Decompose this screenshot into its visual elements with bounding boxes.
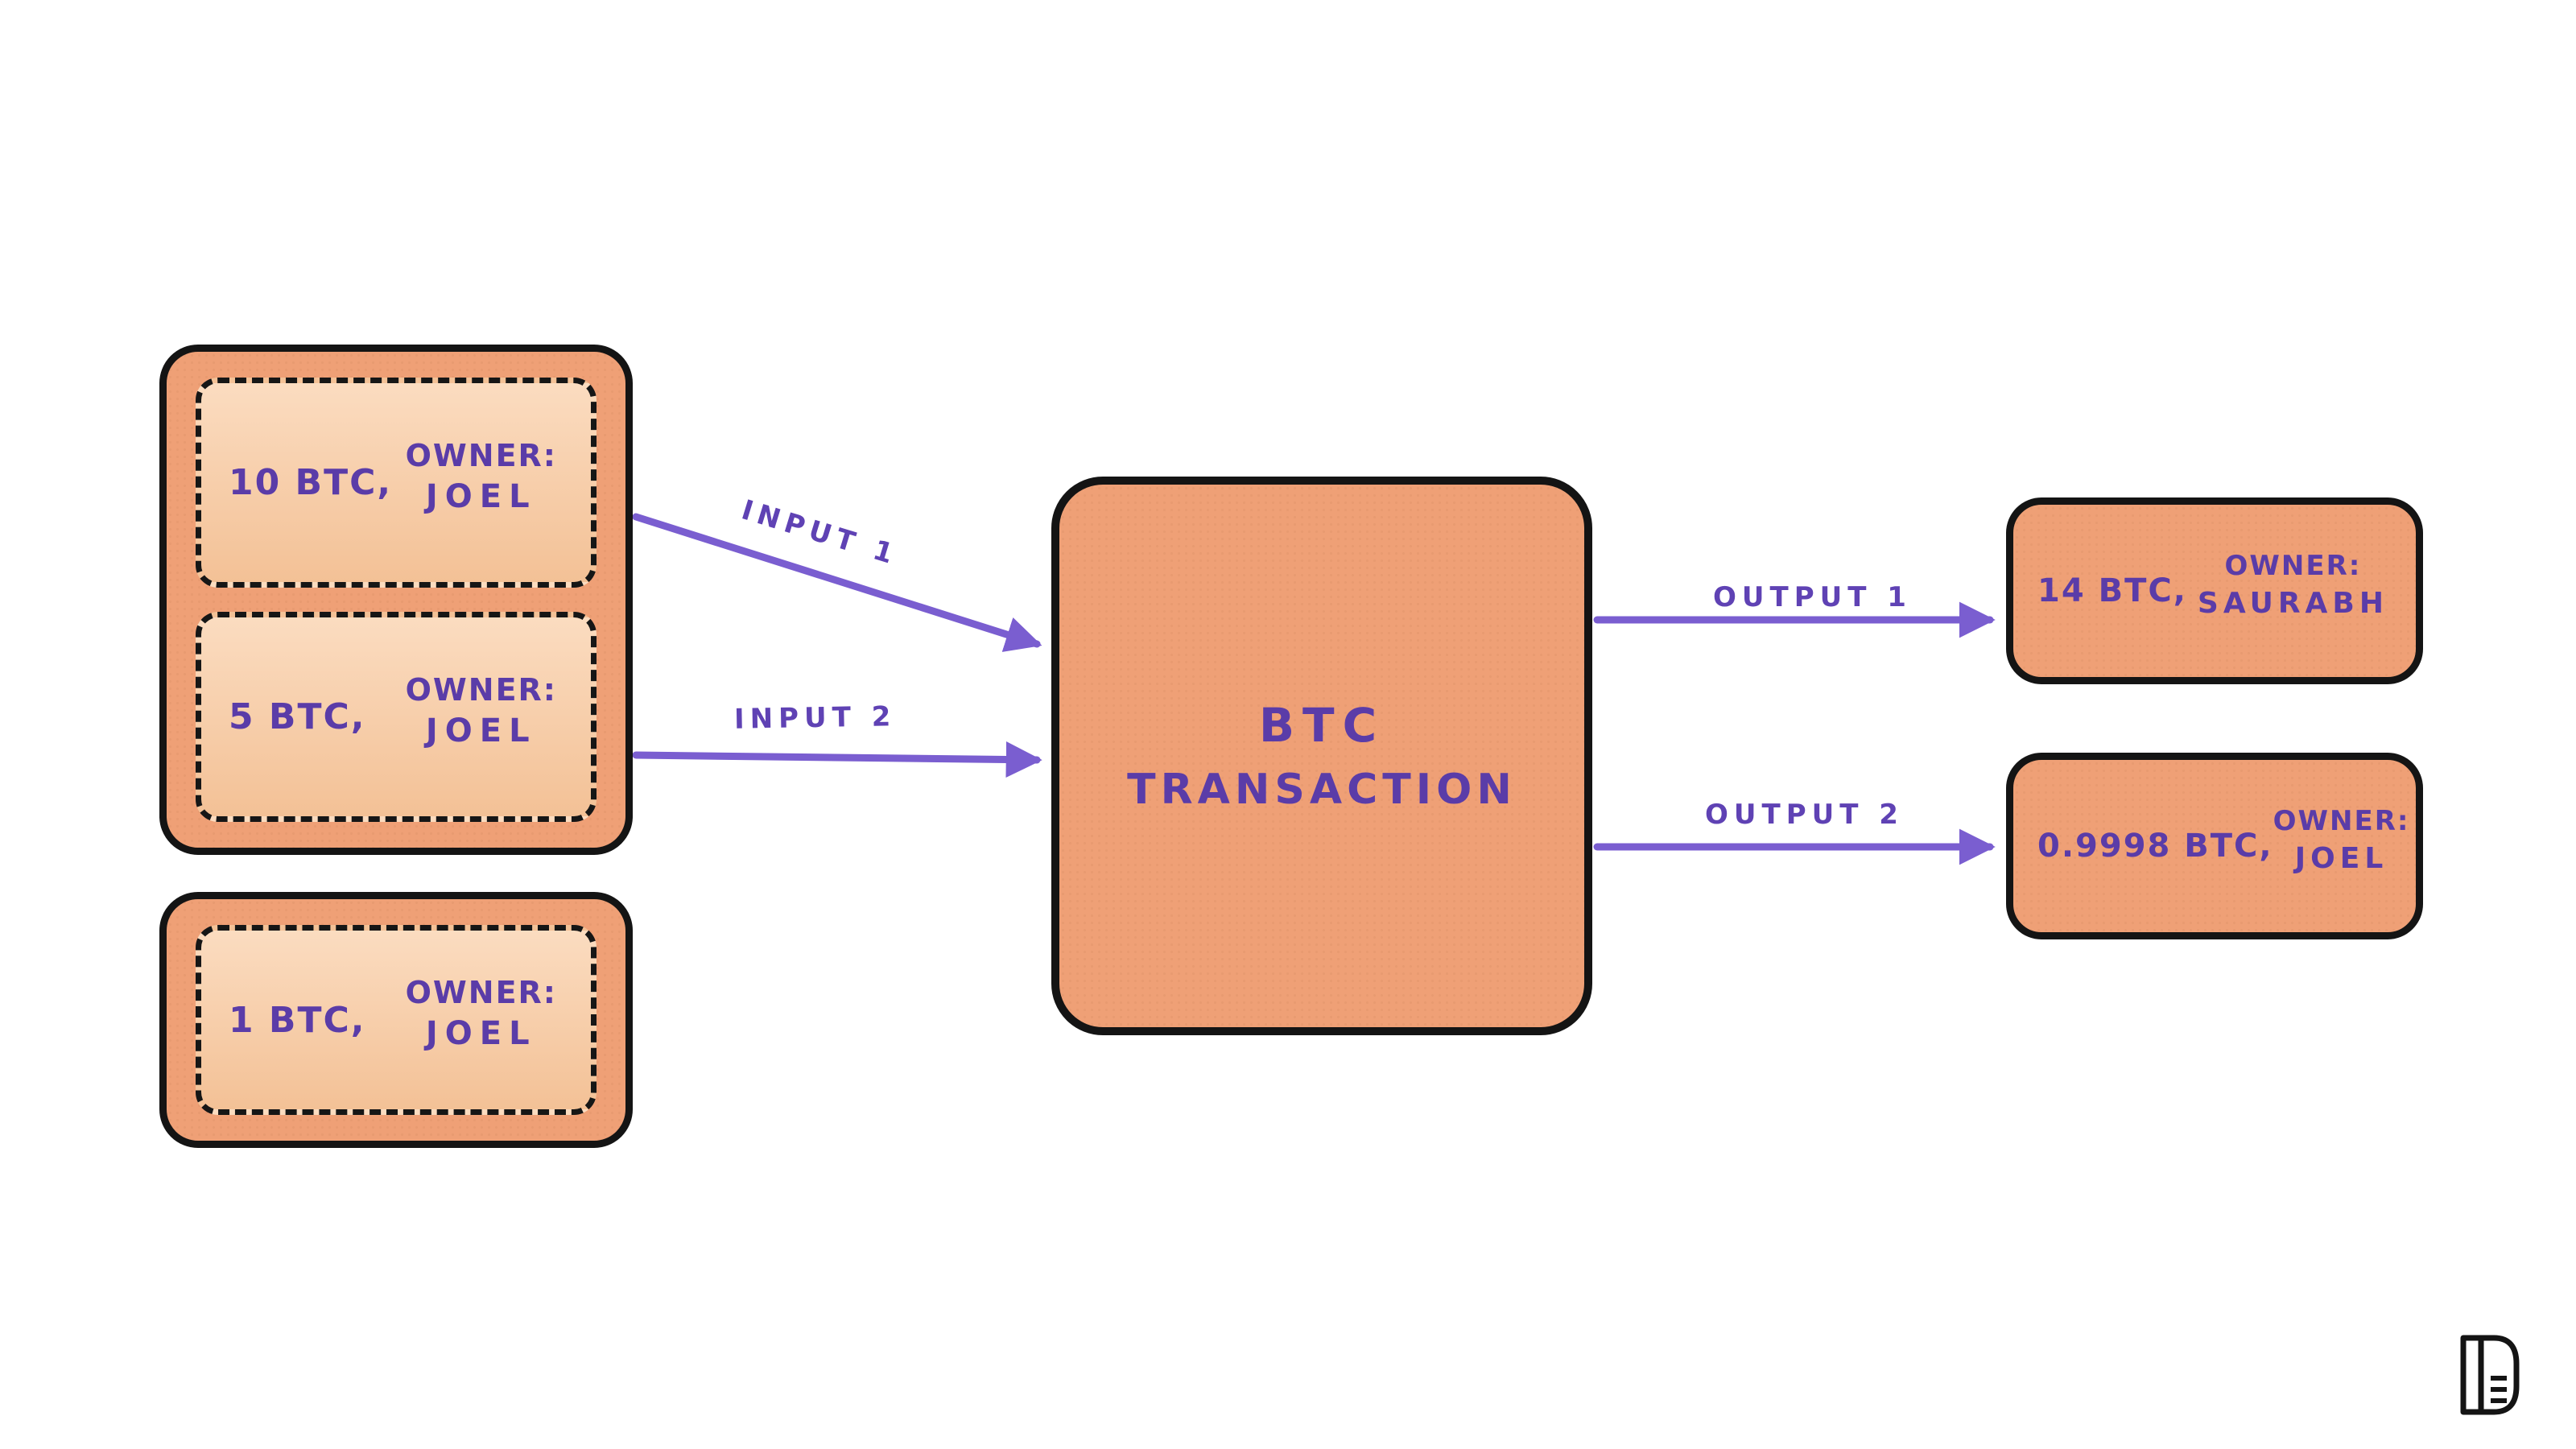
utxo-amount: 1 BTC, xyxy=(229,999,366,1041)
utxo-box-5btc: 5 BTC, OWNER: JOEL xyxy=(196,612,597,822)
input2-label: INPUT 2 xyxy=(733,700,897,736)
utxo-box-10btc: 10 BTC, OWNER: JOEL xyxy=(196,378,597,588)
utxo-owner-block: OWNER: JOEL xyxy=(406,438,557,515)
transaction-title-line1: BTC xyxy=(1258,698,1385,753)
input1-label: INPUT 1 xyxy=(737,493,902,572)
utxo-amount: 10 BTC, xyxy=(229,462,393,503)
output-box-joel-change: 0.9998 BTC, OWNER: JOEL xyxy=(2006,753,2423,939)
utxo-group-unspent: 1 BTC, OWNER: JOEL xyxy=(159,892,633,1148)
owner-name: SAURABH xyxy=(2197,586,2388,620)
owner-label: OWNER: xyxy=(405,671,557,708)
input2-arrow xyxy=(632,741,1042,778)
output-owner-block: OWNER: JOEL xyxy=(2273,805,2410,875)
btc-transaction-box: BTC TRANSACTION xyxy=(1051,477,1592,1035)
output-amount: 14 BTC, xyxy=(2037,572,2187,609)
utxo-amount: 5 BTC, xyxy=(229,696,366,737)
owner-name: JOEL xyxy=(425,712,537,749)
owner-label: OWNER: xyxy=(405,437,557,473)
owner-name: JOEL xyxy=(425,1015,537,1052)
owner-label: OWNER: xyxy=(2273,804,2410,837)
owner-name: JOEL xyxy=(2294,841,2388,875)
utxo-box-1btc: 1 BTC, OWNER: JOEL xyxy=(196,925,597,1115)
output-owner-block: OWNER: SAURABH xyxy=(2198,550,2388,620)
utxo-owner-block: OWNER: JOEL xyxy=(406,672,557,749)
output2-label: OUTPUT 2 xyxy=(1705,799,1904,831)
owner-label: OWNER: xyxy=(405,975,557,1010)
owner-name: JOEL xyxy=(425,477,537,515)
owner-label: OWNER: xyxy=(2224,549,2362,582)
utxo-owner-block: OWNER: JOEL xyxy=(406,975,557,1052)
output1-label: OUTPUT 1 xyxy=(1713,581,1912,613)
transaction-title-line2: TRANSACTION xyxy=(1127,766,1517,814)
output-amount: 0.9998 BTC, xyxy=(2037,828,2273,865)
brand-logo-icon xyxy=(2460,1335,2520,1415)
utxo-group-inputs: 10 BTC, OWNER: JOEL 5 BTC, OWNER: JOEL xyxy=(159,345,633,855)
output-box-saurabh: 14 BTC, OWNER: SAURABH xyxy=(2006,497,2423,684)
